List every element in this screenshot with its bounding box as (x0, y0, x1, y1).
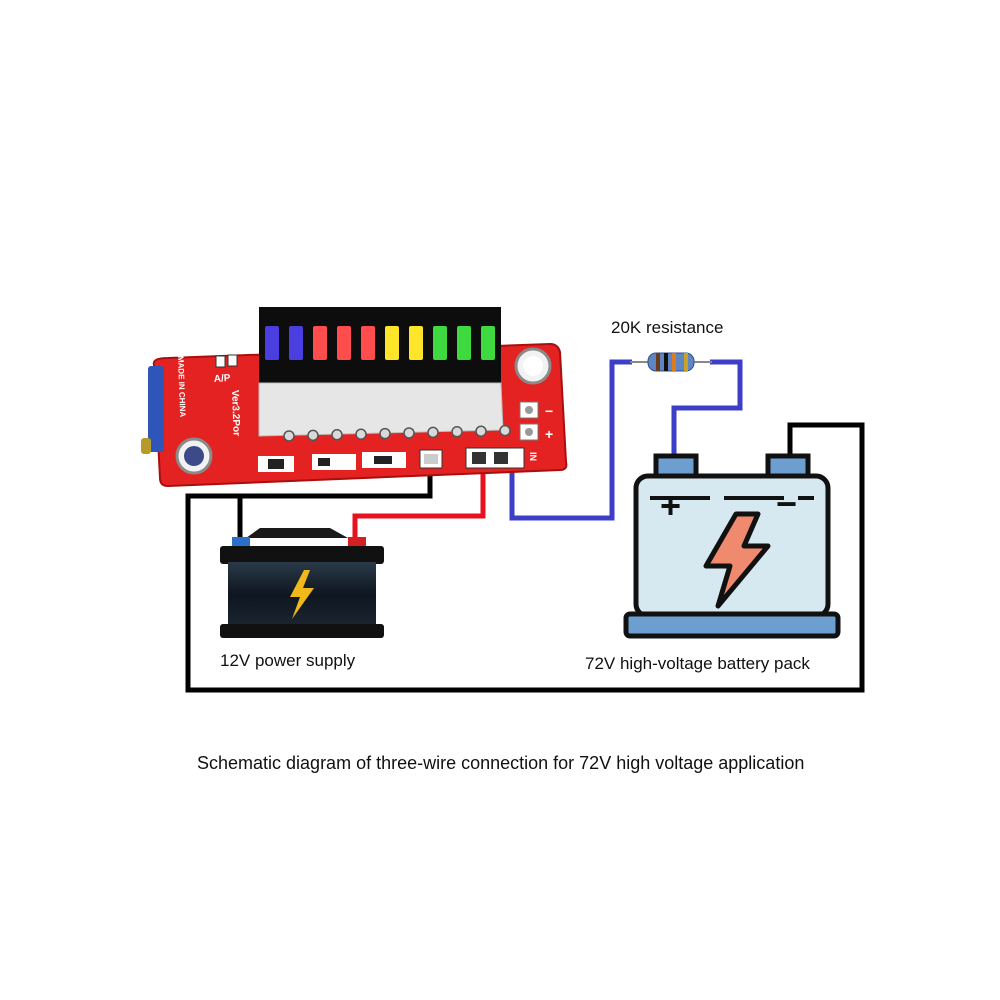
led-segment (289, 326, 303, 360)
led-pin (283, 430, 295, 442)
resistor (630, 352, 712, 372)
battery-bolt-icon (703, 511, 771, 609)
led-pin (499, 424, 511, 437)
blue-wire (509, 359, 632, 521)
led-segment (409, 326, 423, 360)
diagram-caption: Schematic diagram of three-wire connecti… (197, 753, 805, 773)
battery-plus: + (660, 485, 681, 526)
led-segment (433, 326, 447, 360)
red-wire (352, 470, 486, 542)
led-segments (265, 326, 495, 360)
switch-label: A/P (213, 373, 231, 385)
battery-minus: − (776, 483, 797, 524)
board-plus: + (545, 426, 553, 442)
led-board: A/P MADE IN CHINA Ver3.2Por − + IN (141, 307, 568, 488)
battery-pack-label: 72V high-voltage battery pack (585, 654, 810, 673)
led-segment (457, 326, 471, 360)
led-pin (451, 426, 463, 438)
power-supply-label: 12V power supply (220, 651, 356, 670)
made-in-label: MADE IN CHINA (176, 356, 187, 418)
power-supply (220, 528, 384, 638)
black-wire-loop (185, 422, 865, 693)
led-segment (361, 326, 375, 360)
supply-bolt-icon (290, 570, 314, 619)
led-pins (283, 424, 511, 442)
led-pin (355, 428, 367, 440)
led-segment (265, 326, 279, 360)
battery-pack: + − (623, 453, 841, 639)
board-minus: − (545, 403, 553, 419)
led-segment (313, 326, 327, 360)
potentiometer (148, 366, 164, 452)
version-label: Ver3.2Por (229, 390, 242, 437)
led-pin (427, 426, 439, 439)
blue-wire-resistor-out (671, 359, 743, 458)
led-pin (379, 427, 391, 440)
led-pin (475, 425, 487, 437)
in-label: IN (528, 452, 538, 461)
led-segment (385, 326, 399, 360)
led-segment (337, 326, 351, 360)
wires (185, 359, 865, 693)
resistor-label: 20K resistance (611, 318, 724, 337)
led-pin (307, 429, 319, 442)
led-pin (403, 427, 415, 439)
led-pin (331, 429, 343, 441)
led-segment (481, 326, 495, 360)
